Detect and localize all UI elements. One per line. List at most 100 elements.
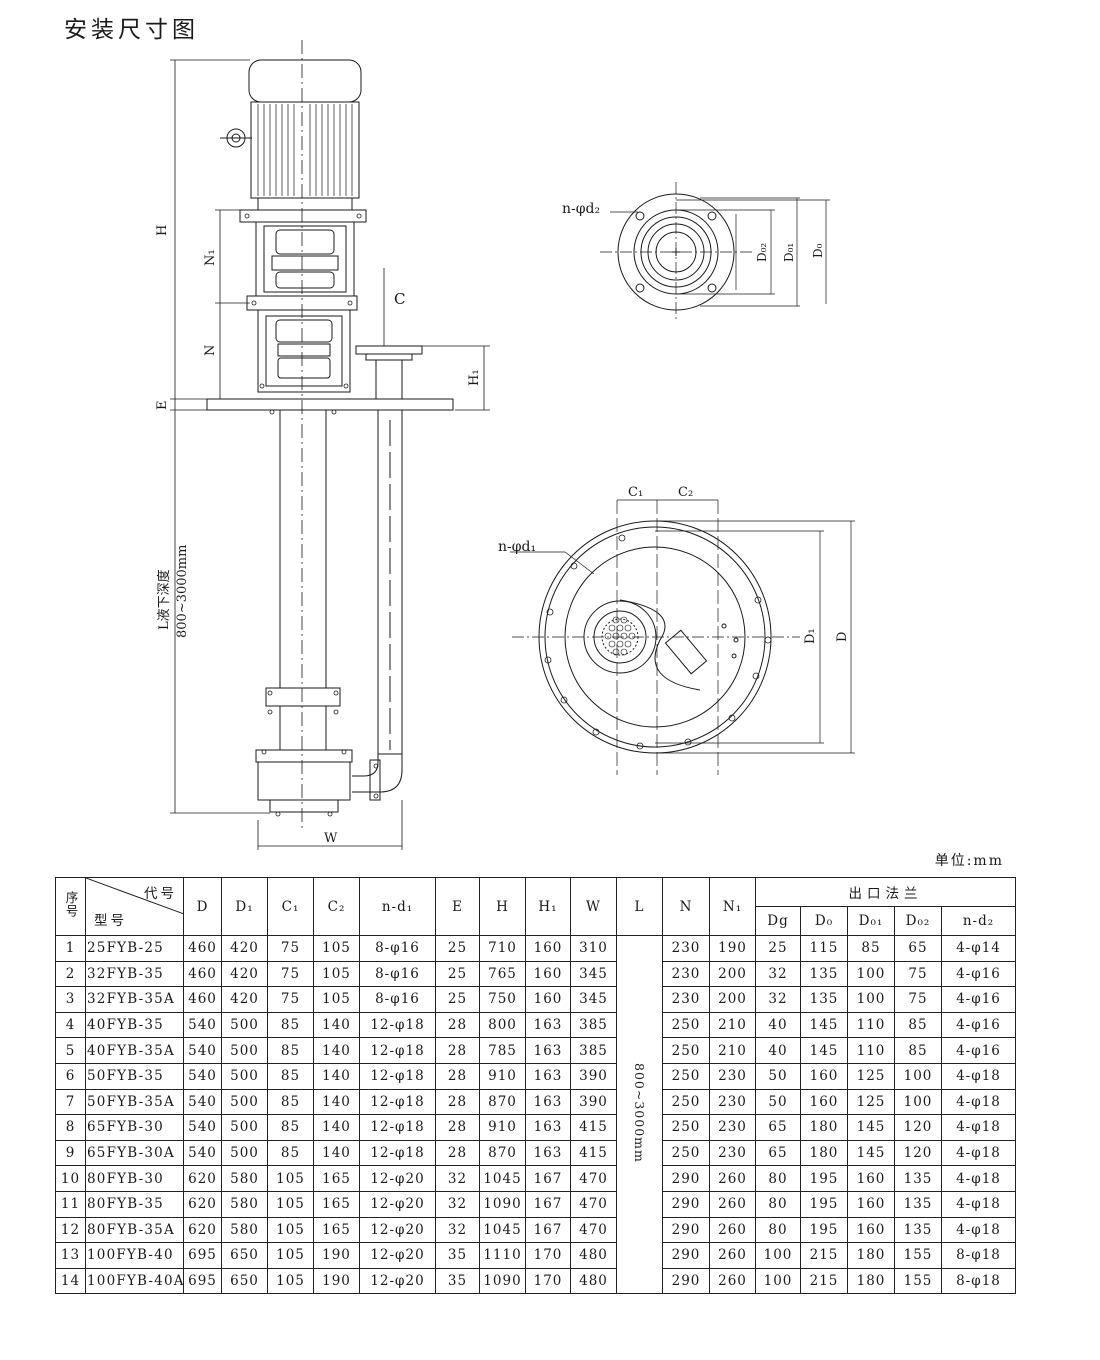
- cell-d02: 155: [894, 1242, 942, 1269]
- cell-n1: 230: [709, 1139, 756, 1167]
- cell-c1: 85: [267, 1062, 314, 1090]
- cell-dg: 32: [755, 960, 801, 988]
- cell-w: 345: [570, 960, 617, 988]
- cell-nd2: 4-φ16: [941, 1011, 1016, 1039]
- cell-c2: 105: [313, 960, 360, 988]
- cell-d: 540: [183, 1037, 222, 1064]
- cell-h1: 160: [525, 986, 571, 1013]
- cell-dg: 100: [755, 1267, 801, 1295]
- header-D1: D₁: [221, 877, 268, 936]
- cell-nd1: 12-φ18: [359, 1088, 436, 1116]
- cell-n1: 260: [709, 1190, 756, 1218]
- cell-nd1: 12-φ20: [359, 1267, 436, 1295]
- cell-e: 28: [435, 1037, 480, 1064]
- cell-h1: 167: [525, 1190, 571, 1218]
- cell-d0: 195: [800, 1216, 848, 1244]
- cell-e: 35: [435, 1242, 480, 1269]
- cell-dg: 65: [755, 1114, 801, 1141]
- cell-nd1: 12-φ20: [359, 1165, 436, 1192]
- cell-no: 11: [55, 1190, 86, 1218]
- mounting-plate: [206, 398, 454, 411]
- header-N: N: [662, 877, 710, 936]
- cell-dg: 80: [755, 1190, 801, 1218]
- cell-d1: 420: [221, 960, 268, 988]
- cell-n1: 210: [709, 1037, 756, 1064]
- cell-d02: 85: [894, 1037, 942, 1064]
- cell-h1: 160: [525, 935, 571, 962]
- cell-d0: 160: [800, 1062, 848, 1090]
- label-base-hole: n-φd₁: [498, 539, 536, 555]
- label-E: E: [155, 401, 170, 411]
- cell-d01: 145: [847, 1139, 895, 1167]
- cell-d1: 500: [221, 1062, 268, 1090]
- motor-fins: [257, 104, 353, 196]
- cell-model: 32FYB-35A: [85, 986, 184, 1013]
- cell-e: 28: [435, 1011, 480, 1039]
- cell-dg: 40: [755, 1037, 801, 1064]
- cell-n: 290: [662, 1165, 710, 1192]
- cell-d02: 135: [894, 1216, 942, 1244]
- cell-n: 250: [662, 1011, 710, 1039]
- cell-h1: 163: [525, 1139, 571, 1167]
- label-H1: H₁: [467, 369, 482, 386]
- cell-d01: 160: [847, 1165, 895, 1192]
- cell-c2: 165: [313, 1216, 360, 1244]
- cell-nd2: 4-φ16: [941, 986, 1016, 1013]
- label-W: W: [324, 831, 338, 846]
- cell-c1: 105: [267, 1216, 314, 1244]
- cell-w: 390: [570, 1088, 617, 1116]
- cell-d0: 195: [800, 1165, 848, 1192]
- cell-d01: 100: [847, 986, 895, 1013]
- cell-n: 290: [662, 1267, 710, 1295]
- cell-c1: 75: [267, 960, 314, 988]
- cell-d0: 145: [800, 1011, 848, 1039]
- cell-d: 540: [183, 1139, 222, 1167]
- cell-h: 800: [479, 1011, 526, 1039]
- cell-d: 695: [183, 1242, 222, 1269]
- page-title: 安装尺寸图: [64, 17, 199, 43]
- cell-d1: 420: [221, 986, 268, 1013]
- cell-n1: 260: [709, 1267, 756, 1295]
- header-corner: 代号 型号: [85, 877, 184, 936]
- bolts: [244, 213, 379, 817]
- cell-h: 750: [479, 986, 526, 1013]
- cell-model: 25FYB-25: [85, 935, 184, 962]
- outlet-flange: [355, 345, 423, 355]
- cell-d02: 85: [894, 1011, 942, 1039]
- cell-dg: 25: [755, 935, 801, 962]
- cell-d1: 500: [221, 1114, 268, 1141]
- cell-c2: 140: [313, 1011, 360, 1039]
- cell-n1: 230: [709, 1088, 756, 1116]
- cell-e: 32: [435, 1165, 480, 1192]
- suction-flange: [269, 799, 339, 813]
- cell-nd1: 12-φ18: [359, 1062, 436, 1090]
- cell-c2: 140: [313, 1114, 360, 1141]
- cell-n1: 230: [709, 1114, 756, 1141]
- cell-no: 4: [55, 1011, 86, 1039]
- cell-e: 35: [435, 1267, 480, 1295]
- cell-e: 32: [435, 1216, 480, 1244]
- cell-d01: 145: [847, 1114, 895, 1141]
- cell-d: 620: [183, 1190, 222, 1218]
- strainer-holes: [604, 616, 636, 656]
- cell-model: 50FYB-35A: [85, 1088, 184, 1116]
- cell-d02: 65: [894, 935, 942, 962]
- cell-h: 910: [479, 1062, 526, 1090]
- cell-dg: 40: [755, 1011, 801, 1039]
- cell-d0: 195: [800, 1190, 848, 1218]
- cell-d02: 120: [894, 1114, 942, 1141]
- cell-c2: 165: [313, 1190, 360, 1218]
- cell-nd1: 12-φ18: [359, 1011, 436, 1039]
- dimension-table: 序号 代号 型号 D D₁ C₁ C₂ n-d₁ E H H₁ W L N N₁…: [55, 877, 1016, 1295]
- cell-nd2: 4-φ18: [941, 1088, 1016, 1116]
- header-D02: D₀₂: [894, 906, 942, 936]
- cell-d02: 155: [894, 1267, 942, 1295]
- cell-d02: 100: [894, 1088, 942, 1116]
- cell-c2: 140: [313, 1088, 360, 1116]
- cell-w: 470: [570, 1190, 617, 1218]
